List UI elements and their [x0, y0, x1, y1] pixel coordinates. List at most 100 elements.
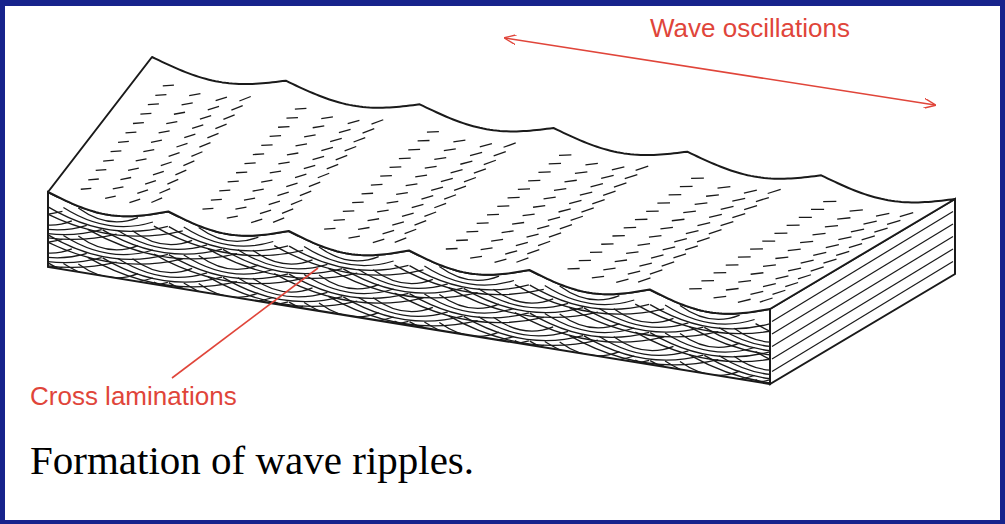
lamination-arc — [960, 367, 1005, 386]
hatch-mark — [304, 165, 315, 168]
hatch-mark — [231, 106, 242, 111]
hatch-mark — [697, 238, 710, 242]
hatch-mark — [270, 171, 281, 173]
hatch-mark — [798, 275, 811, 279]
hatch-mark — [427, 131, 439, 133]
hatch-mark — [295, 174, 306, 177]
hatch-mark — [564, 180, 576, 182]
lamination-arc — [614, 309, 674, 323]
hatch-mark — [227, 216, 238, 218]
hatch-mark — [788, 268, 801, 271]
hatch-mark — [182, 103, 193, 105]
hatch-mark — [744, 206, 757, 210]
hatch-mark — [466, 231, 478, 233]
part-label: Wave oscillations — [650, 14, 850, 43]
hatch-mark — [701, 280, 714, 282]
lamination-arc — [0, 210, 102, 234]
lamination-arc — [569, 335, 718, 365]
hatch-mark — [96, 169, 107, 171]
rippled-surface — [48, 57, 955, 314]
hatch-mark — [261, 180, 272, 182]
hatch-mark — [159, 131, 170, 133]
hatch-mark — [415, 221, 427, 225]
hatch-mark — [800, 241, 813, 242]
hatch-mark — [269, 201, 280, 204]
hatch-mark — [286, 117, 297, 119]
lamination-arc — [424, 294, 514, 313]
hatch-mark — [371, 184, 383, 186]
oscillation-arrow — [505, 38, 935, 105]
hatch-mark — [330, 138, 342, 141]
lamination-arc — [253, 250, 313, 264]
hatch-mark — [253, 189, 264, 191]
lamination-arc — [530, 313, 649, 337]
lamination-arc — [358, 297, 448, 316]
hatch-mark — [695, 203, 708, 204]
hatch-mark — [199, 143, 210, 148]
hatch-mark — [334, 219, 345, 221]
hatch-mark — [278, 126, 289, 128]
lamination-arc — [464, 288, 583, 312]
hatch-mark — [527, 250, 539, 254]
lamination-arc — [906, 372, 996, 391]
lamination-arc — [891, 400, 1005, 424]
hatch-mark — [680, 186, 693, 188]
hatch-mark — [484, 160, 496, 164]
hatch-mark — [395, 238, 407, 242]
lamination-arc — [584, 308, 703, 332]
lamination-arc — [289, 274, 408, 298]
hatch-mark — [321, 147, 333, 150]
hatch-mark — [470, 256, 482, 258]
hatch-mark — [876, 213, 889, 216]
hatch-mark — [581, 208, 593, 212]
hatch-mark — [851, 229, 864, 232]
lamination-arc — [449, 316, 598, 346]
hatch-mark — [585, 163, 597, 165]
hatch-mark — [706, 195, 719, 196]
hatch-mark — [651, 255, 663, 258]
hatch-mark — [424, 212, 436, 216]
hatch-mark — [508, 197, 520, 199]
hatch-mark — [155, 94, 166, 96]
hatch-mark — [396, 193, 408, 195]
lamination-arc — [930, 394, 1005, 424]
lamination-arc — [12, 239, 72, 253]
lamination-arc — [328, 296, 477, 326]
hatch-mark — [537, 226, 549, 229]
hatch-mark — [592, 276, 604, 278]
hatch-mark — [304, 135, 316, 137]
hatch-mark — [425, 166, 437, 168]
hatch-mark — [900, 213, 913, 217]
hatch-mark — [626, 252, 638, 254]
hatch-mark — [505, 251, 517, 254]
hatch-mark — [270, 135, 281, 137]
hatch-mark — [343, 210, 354, 212]
hatch-mark — [549, 233, 561, 237]
hatch-mark — [663, 247, 676, 250]
hatch-mark — [81, 188, 92, 190]
lamination-arc — [395, 293, 544, 323]
hatch-mark — [738, 281, 751, 282]
lamination-arc — [921, 372, 981, 386]
hatch-mark — [487, 214, 499, 216]
hatch-mark — [760, 298, 773, 302]
hatch-mark — [516, 242, 528, 245]
hatch-mark — [415, 175, 427, 177]
hatch-mark — [601, 175, 613, 178]
hatch-mark — [460, 161, 472, 164]
lamination-arc — [825, 375, 944, 399]
hatch-mark — [732, 214, 745, 218]
hatch-mark — [887, 220, 900, 224]
hatch-mark — [788, 249, 801, 250]
hatch-mark — [811, 267, 824, 271]
hatch-mark — [624, 227, 636, 229]
hatch-mark — [223, 115, 234, 120]
hatch-mark — [709, 214, 722, 217]
hatch-mark — [838, 237, 851, 240]
hatch-mark — [480, 144, 492, 147]
hatch-mark — [691, 178, 704, 180]
hatch-mark — [726, 264, 739, 266]
hatch-mark — [785, 282, 798, 286]
hatch-mark — [371, 120, 383, 124]
